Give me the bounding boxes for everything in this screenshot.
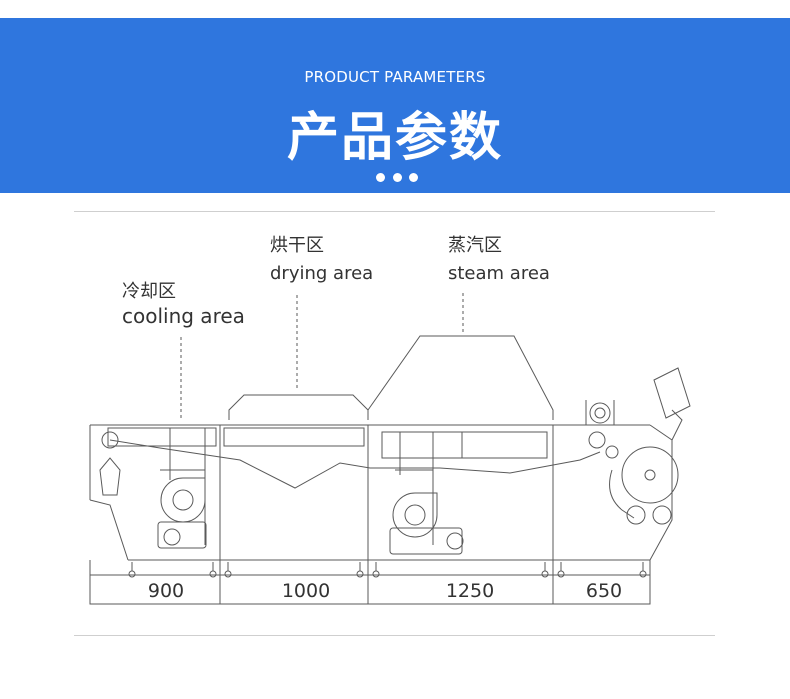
control-panel — [653, 367, 691, 419]
dimension-box — [89, 574, 651, 605]
cooling-fan-pulley — [163, 528, 181, 546]
cooling-fan-hub — [172, 489, 194, 511]
bottom-roller — [652, 505, 672, 525]
cooling-conveyor — [107, 427, 217, 447]
dimension-exit: 650 — [586, 580, 622, 602]
steam-label-cn: 蒸汽区 — [448, 235, 502, 256]
top-divider — [74, 211, 715, 212]
guide-roller — [605, 445, 619, 459]
drum-core — [644, 469, 656, 481]
cooling-fan — [160, 477, 206, 523]
drum — [621, 446, 679, 504]
steam-chamber — [381, 431, 548, 459]
drying-hood — [228, 394, 369, 420]
cooling-label-en: cooling area — [122, 304, 245, 328]
machine-feet — [128, 562, 647, 578]
steam-fan-motor — [389, 527, 463, 555]
drying-label-en: drying area — [270, 263, 373, 284]
dimension-cooling: 900 — [148, 580, 184, 602]
cooling-label-cn: 冷却区 — [122, 281, 176, 302]
frame-left-slope — [89, 499, 129, 561]
dot-icon — [376, 173, 385, 182]
frame-right — [649, 424, 673, 561]
dot-icon — [392, 173, 402, 182]
left-roller — [101, 431, 119, 449]
header-dots — [376, 173, 418, 183]
drying-conveyor — [223, 427, 365, 447]
left-feeder — [99, 457, 121, 496]
header-subtitle: PRODUCT PARAMETERS — [304, 68, 486, 86]
dimension-steam: 1250 — [446, 580, 494, 602]
cooling-fan-motor — [157, 521, 207, 549]
top-roller-core — [594, 407, 606, 419]
steam-fan-hub — [404, 504, 426, 526]
bottom-divider — [74, 635, 715, 636]
top-roller — [589, 402, 611, 424]
header-banner: PRODUCT PARAMETERS 产品参数 — [0, 18, 790, 193]
steam-fan — [392, 492, 438, 538]
fabric-exit — [609, 469, 635, 519]
steam-label-en: steam area — [448, 263, 550, 284]
guide-roller — [588, 431, 606, 449]
dot-icon — [409, 173, 418, 182]
drying-label-cn: 烘干区 — [270, 235, 324, 256]
bottom-roller — [626, 505, 646, 525]
dimension-drying: 1000 — [282, 580, 330, 602]
steam-hood — [367, 335, 554, 420]
fabric-path — [109, 439, 601, 489]
steam-fan-pulley — [446, 532, 464, 550]
header-title: 产品参数 — [286, 108, 503, 168]
